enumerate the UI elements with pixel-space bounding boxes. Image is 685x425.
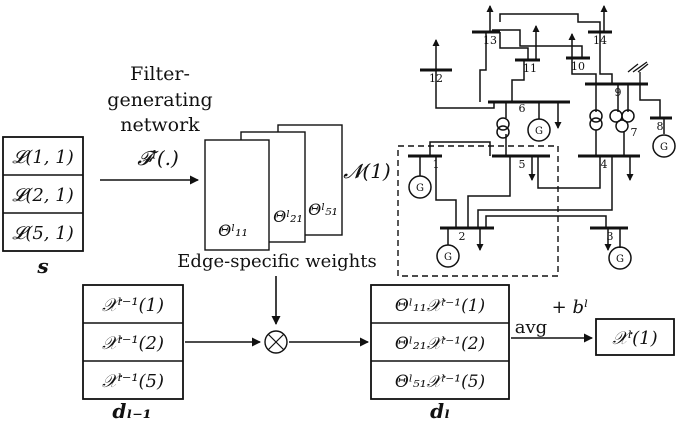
bus-label: 5 (519, 158, 526, 171)
weight-theta-11: Θˡ₁₁ (218, 221, 248, 240)
neighborhood-label: 𝓝(1) (343, 159, 391, 183)
d-row: Θˡ₂₁𝒳ˡ⁻¹(2) (395, 334, 485, 354)
transformer (615, 119, 629, 133)
d-caption: dₗ (430, 399, 450, 423)
bias-label: + bˡ (552, 297, 589, 318)
generator-label: G (416, 183, 424, 194)
weight-card (204, 139, 270, 251)
bus-label: 1 (433, 158, 440, 171)
generator-label: G (660, 142, 668, 153)
generator-labels: G G G G G (416, 126, 668, 265)
bus-label: 6 (519, 102, 526, 115)
result-box: 𝒳ˡ(1) (595, 318, 675, 356)
power-grid (397, 13, 676, 277)
input-d-prev-box: 𝒳ˡ⁻¹(1) 𝒳ˡ⁻¹(2) 𝒳ˡ⁻¹(5) (82, 284, 184, 400)
generator-label: G (616, 254, 624, 265)
filter-label-line2: generating (107, 89, 212, 111)
bus-label: 9 (615, 86, 622, 99)
transformer (589, 117, 603, 131)
d-prev-caption: dₗ₋₁ (112, 399, 151, 423)
transformer (621, 109, 635, 123)
transformer (589, 109, 603, 123)
transformer (496, 125, 510, 139)
filter-label-line1: Filter- (130, 63, 190, 85)
filter-network-label: Filter- generating network 𝓕ˡ(.) (107, 63, 212, 170)
neighborhood-box (397, 145, 559, 277)
bus-label: 14 (593, 34, 607, 47)
s-row: 𝓛(5, 1) (12, 223, 73, 244)
ground-icon (627, 61, 649, 84)
multiply-operator (264, 330, 288, 354)
d-prev-row: 𝒳ˡ⁻¹(5) (102, 371, 164, 392)
bus-label: 10 (571, 60, 585, 73)
load-arrows (432, 5, 634, 251)
d-prev-row: 𝒳ˡ⁻¹(2) (102, 333, 164, 354)
generator (408, 175, 432, 199)
generator (436, 244, 460, 268)
bus-label: 2 (459, 230, 466, 243)
d-row: Θˡ₅₁𝒳ˡ⁻¹(5) (395, 372, 485, 392)
s-row: 𝓛(1, 1) (12, 147, 73, 168)
generator (652, 134, 676, 158)
d-row: Θˡ₁₁𝒳ˡ⁻¹(1) (395, 296, 485, 316)
avg-label: avg (515, 317, 547, 338)
bus-label: 8 (657, 120, 664, 133)
bus-label: 3 (607, 230, 614, 243)
s-caption: s (36, 254, 48, 278)
bus-label: 13 (483, 34, 497, 47)
generator-label: G (535, 126, 543, 137)
s-row: 𝓛(2, 1) (12, 185, 73, 206)
generator (608, 246, 632, 270)
bus-label: 11 (523, 62, 537, 75)
weights-caption: Edge-specific weights (177, 251, 376, 272)
bus-label: 12 (429, 72, 443, 85)
filter-label-line3: network (120, 114, 200, 136)
input-s-box: 𝓛(1, 1) 𝓛(2, 1) 𝓛(5, 1) (2, 136, 84, 252)
bus-label: 7 (631, 126, 638, 139)
generator-label: G (444, 252, 452, 263)
bus-labels: 13 14 12 11 10 9 6 7 8 1 5 4 2 3 (429, 34, 664, 243)
d-prev-row: 𝒳ˡ⁻¹(1) (102, 295, 164, 316)
weight-theta-51: Θˡ₅₁ (308, 200, 338, 219)
weight-stack: Θˡ₁₁ Θˡ₂₁ Θˡ₅₁ (204, 124, 343, 251)
bus-label: 4 (601, 158, 608, 171)
transformer (496, 117, 510, 131)
output-d-box: Θˡ₁₁𝒳ˡ⁻¹(1) Θˡ₂₁𝒳ˡ⁻¹(2) Θˡ₅₁𝒳ˡ⁻¹(5) (370, 284, 510, 400)
result-label: 𝒳ˡ(1) (612, 328, 657, 349)
filter-function: 𝓕ˡ(.) (137, 146, 179, 170)
weight-theta-21: Θˡ₂₁ (273, 207, 303, 226)
